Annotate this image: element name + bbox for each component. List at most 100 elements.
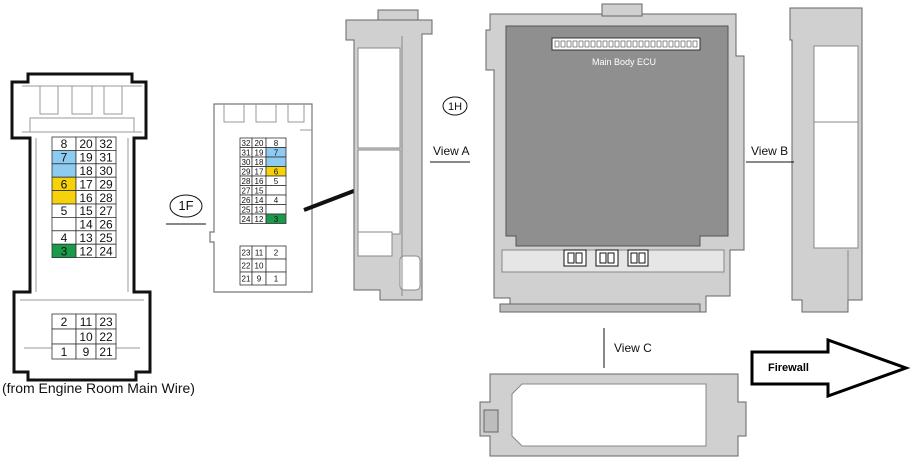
pin-number: 27	[242, 186, 251, 195]
pin-number: 16	[255, 177, 264, 186]
pin-cell	[51, 163, 77, 178]
pin-cell: 4	[51, 230, 77, 245]
pin-number: 15	[79, 204, 93, 218]
pin-number: 28	[99, 191, 113, 205]
ecu-gray-panel	[505, 25, 729, 247]
pin-number: 23	[242, 249, 251, 258]
ecu-pin	[596, 40, 602, 48]
pin-number: 18	[255, 158, 264, 167]
pin-cell: 32	[239, 137, 253, 148]
pin-cell: 25	[95, 230, 117, 245]
pin-cell: 3	[51, 243, 77, 258]
pin-number: 2	[61, 315, 68, 329]
pin-number: 17	[255, 167, 264, 176]
pin-number: 22	[242, 262, 251, 271]
pin-number: 22	[99, 330, 113, 344]
pin-cell: 11	[75, 313, 97, 330]
pin-cell: 28	[95, 190, 117, 205]
pin-number: 18	[79, 164, 93, 178]
pin-cell: 17	[75, 176, 97, 191]
pin-number: 3	[61, 244, 68, 258]
pin-cell: 24	[239, 213, 253, 224]
pin-cell: 13	[251, 204, 267, 215]
pin-cell: 27	[239, 185, 253, 196]
pin-number: 14	[79, 218, 93, 232]
pin-cell: 23	[95, 313, 117, 330]
view-b-window-upper	[813, 45, 859, 123]
pin-number: 5	[274, 177, 279, 186]
pin-cell: 23	[239, 245, 253, 260]
pin-cell: 29	[95, 176, 117, 191]
pin-number: 29	[99, 177, 113, 191]
pin-cell	[51, 190, 77, 205]
firewall-arrow-shape	[750, 337, 911, 399]
pin-number: 11	[255, 249, 264, 258]
ecu-title: Main Body ECU	[592, 57, 656, 67]
pin-cell: 31	[239, 147, 253, 158]
pin-number: 7	[61, 151, 68, 165]
pin-number: 3	[274, 215, 279, 224]
ecu-pin	[614, 40, 620, 48]
label-1h: 1H	[448, 101, 462, 113]
pin-number: 20	[79, 137, 93, 151]
pin-number: 30	[99, 164, 113, 178]
pin-cell: 11	[251, 245, 267, 260]
label-1f: 1F	[178, 198, 193, 213]
pin-cell: 2	[265, 245, 287, 260]
pin-number: 10	[79, 330, 93, 344]
ecu-pin	[572, 40, 578, 48]
ecu-pin	[656, 40, 662, 48]
pin-number: 8	[274, 139, 279, 148]
pin-cell	[51, 216, 77, 232]
view-a-panel: View A	[345, 9, 470, 301]
label-1h-circle	[442, 96, 468, 116]
pin-number: 12	[255, 215, 264, 224]
pin-number: 26	[99, 218, 113, 232]
pin-number: 24	[242, 215, 251, 224]
pin-number: 25	[99, 231, 113, 245]
pin-cell: 32	[95, 136, 117, 151]
pin-number: 13	[79, 231, 93, 245]
pin-cell: 10	[251, 258, 267, 273]
ecu-pin	[554, 40, 560, 48]
pin-number: 15	[255, 186, 264, 195]
pin-cell: 9	[75, 343, 97, 360]
pin-number: 12	[79, 244, 93, 258]
pin-cell	[265, 258, 287, 273]
pin-cell: 10	[75, 328, 97, 345]
pin-cell: 19	[251, 147, 267, 158]
pin-cell: 20	[251, 137, 267, 148]
pin-cell: 5	[265, 175, 287, 186]
pin-cell: 14	[251, 194, 267, 205]
pin-number: 10	[255, 262, 264, 271]
pin-cell	[265, 185, 287, 196]
pin-number: 9	[83, 345, 90, 359]
view-b-label: View B	[751, 144, 788, 158]
pin-number: 26	[242, 196, 251, 205]
pin-number: 21	[242, 275, 251, 284]
pin-cell: 30	[95, 163, 117, 178]
pin-number: 32	[242, 139, 251, 148]
large-connector-inner	[29, 117, 135, 133]
pin-cell: 29	[239, 166, 253, 177]
pin-cell: 26	[239, 194, 253, 205]
pin-cell: 21	[239, 271, 253, 286]
pin-number: 13	[255, 205, 264, 214]
pin-number: 31	[99, 151, 113, 165]
pin-number: 28	[242, 177, 251, 186]
pin-cell: 25	[239, 204, 253, 215]
pin-number: 6	[274, 167, 279, 176]
pin-number: 1	[274, 275, 279, 284]
ecu-top-connector-pins	[554, 40, 698, 48]
pin-cell: 20	[75, 136, 97, 151]
pin-cell: 22	[95, 328, 117, 345]
main-body-ecu: Main Body ECU 1H	[442, 3, 745, 313]
pin-number: 17	[79, 177, 93, 191]
pin-number: 4	[274, 196, 279, 205]
pin-cell: 8	[265, 137, 287, 148]
pin-number: 2	[274, 249, 279, 258]
pin-cell: 6	[265, 166, 287, 177]
